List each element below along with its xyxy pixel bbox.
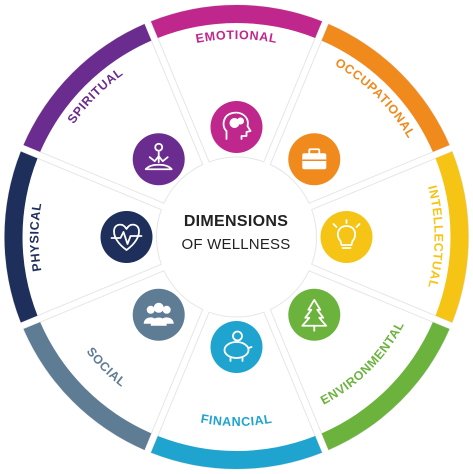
band-environmental [321, 322, 450, 450]
group-people-icon [132, 288, 185, 341]
piggy-bank-icon [210, 321, 263, 373]
band-social [23, 322, 152, 450]
band-physical [4, 151, 38, 323]
band-spiritual [23, 24, 152, 152]
dimension-segment-environmental: ENVIRONMENTAL [269, 270, 451, 451]
center-disc [158, 159, 315, 315]
dimension-segment-financial: FINANCIAL [150, 311, 323, 470]
dimension-segment-social: SOCIAL [22, 270, 204, 451]
label-physical: PHYSICAL [27, 201, 44, 272]
band-intellectual [435, 151, 469, 323]
band-occupational [321, 24, 450, 152]
label-financial: FINANCIAL [200, 412, 273, 429]
band-financial [150, 436, 323, 470]
pine-tree-icon [288, 288, 341, 341]
dimension-segment-spiritual: SPIRITUAL [22, 23, 204, 204]
dimension-segment-physical: PHYSICAL [4, 150, 162, 324]
dimension-segment-intellectual: INTELLECTUAL [311, 150, 469, 324]
meditation-icon [132, 133, 185, 186]
label-intellectual: INTELLECTUAL [425, 184, 445, 290]
briefcase-icon [288, 133, 341, 186]
brain-head-icon [210, 101, 263, 153]
center-title: DIMENSIONS [183, 213, 289, 230]
lightbulb-icon [320, 211, 373, 263]
dimension-segment-emotional: EMOTIONAL [150, 4, 323, 163]
center-subtitle: OF WELLNESS [181, 236, 291, 253]
heartbeat-icon [100, 211, 153, 263]
band-emotional [150, 5, 323, 38]
